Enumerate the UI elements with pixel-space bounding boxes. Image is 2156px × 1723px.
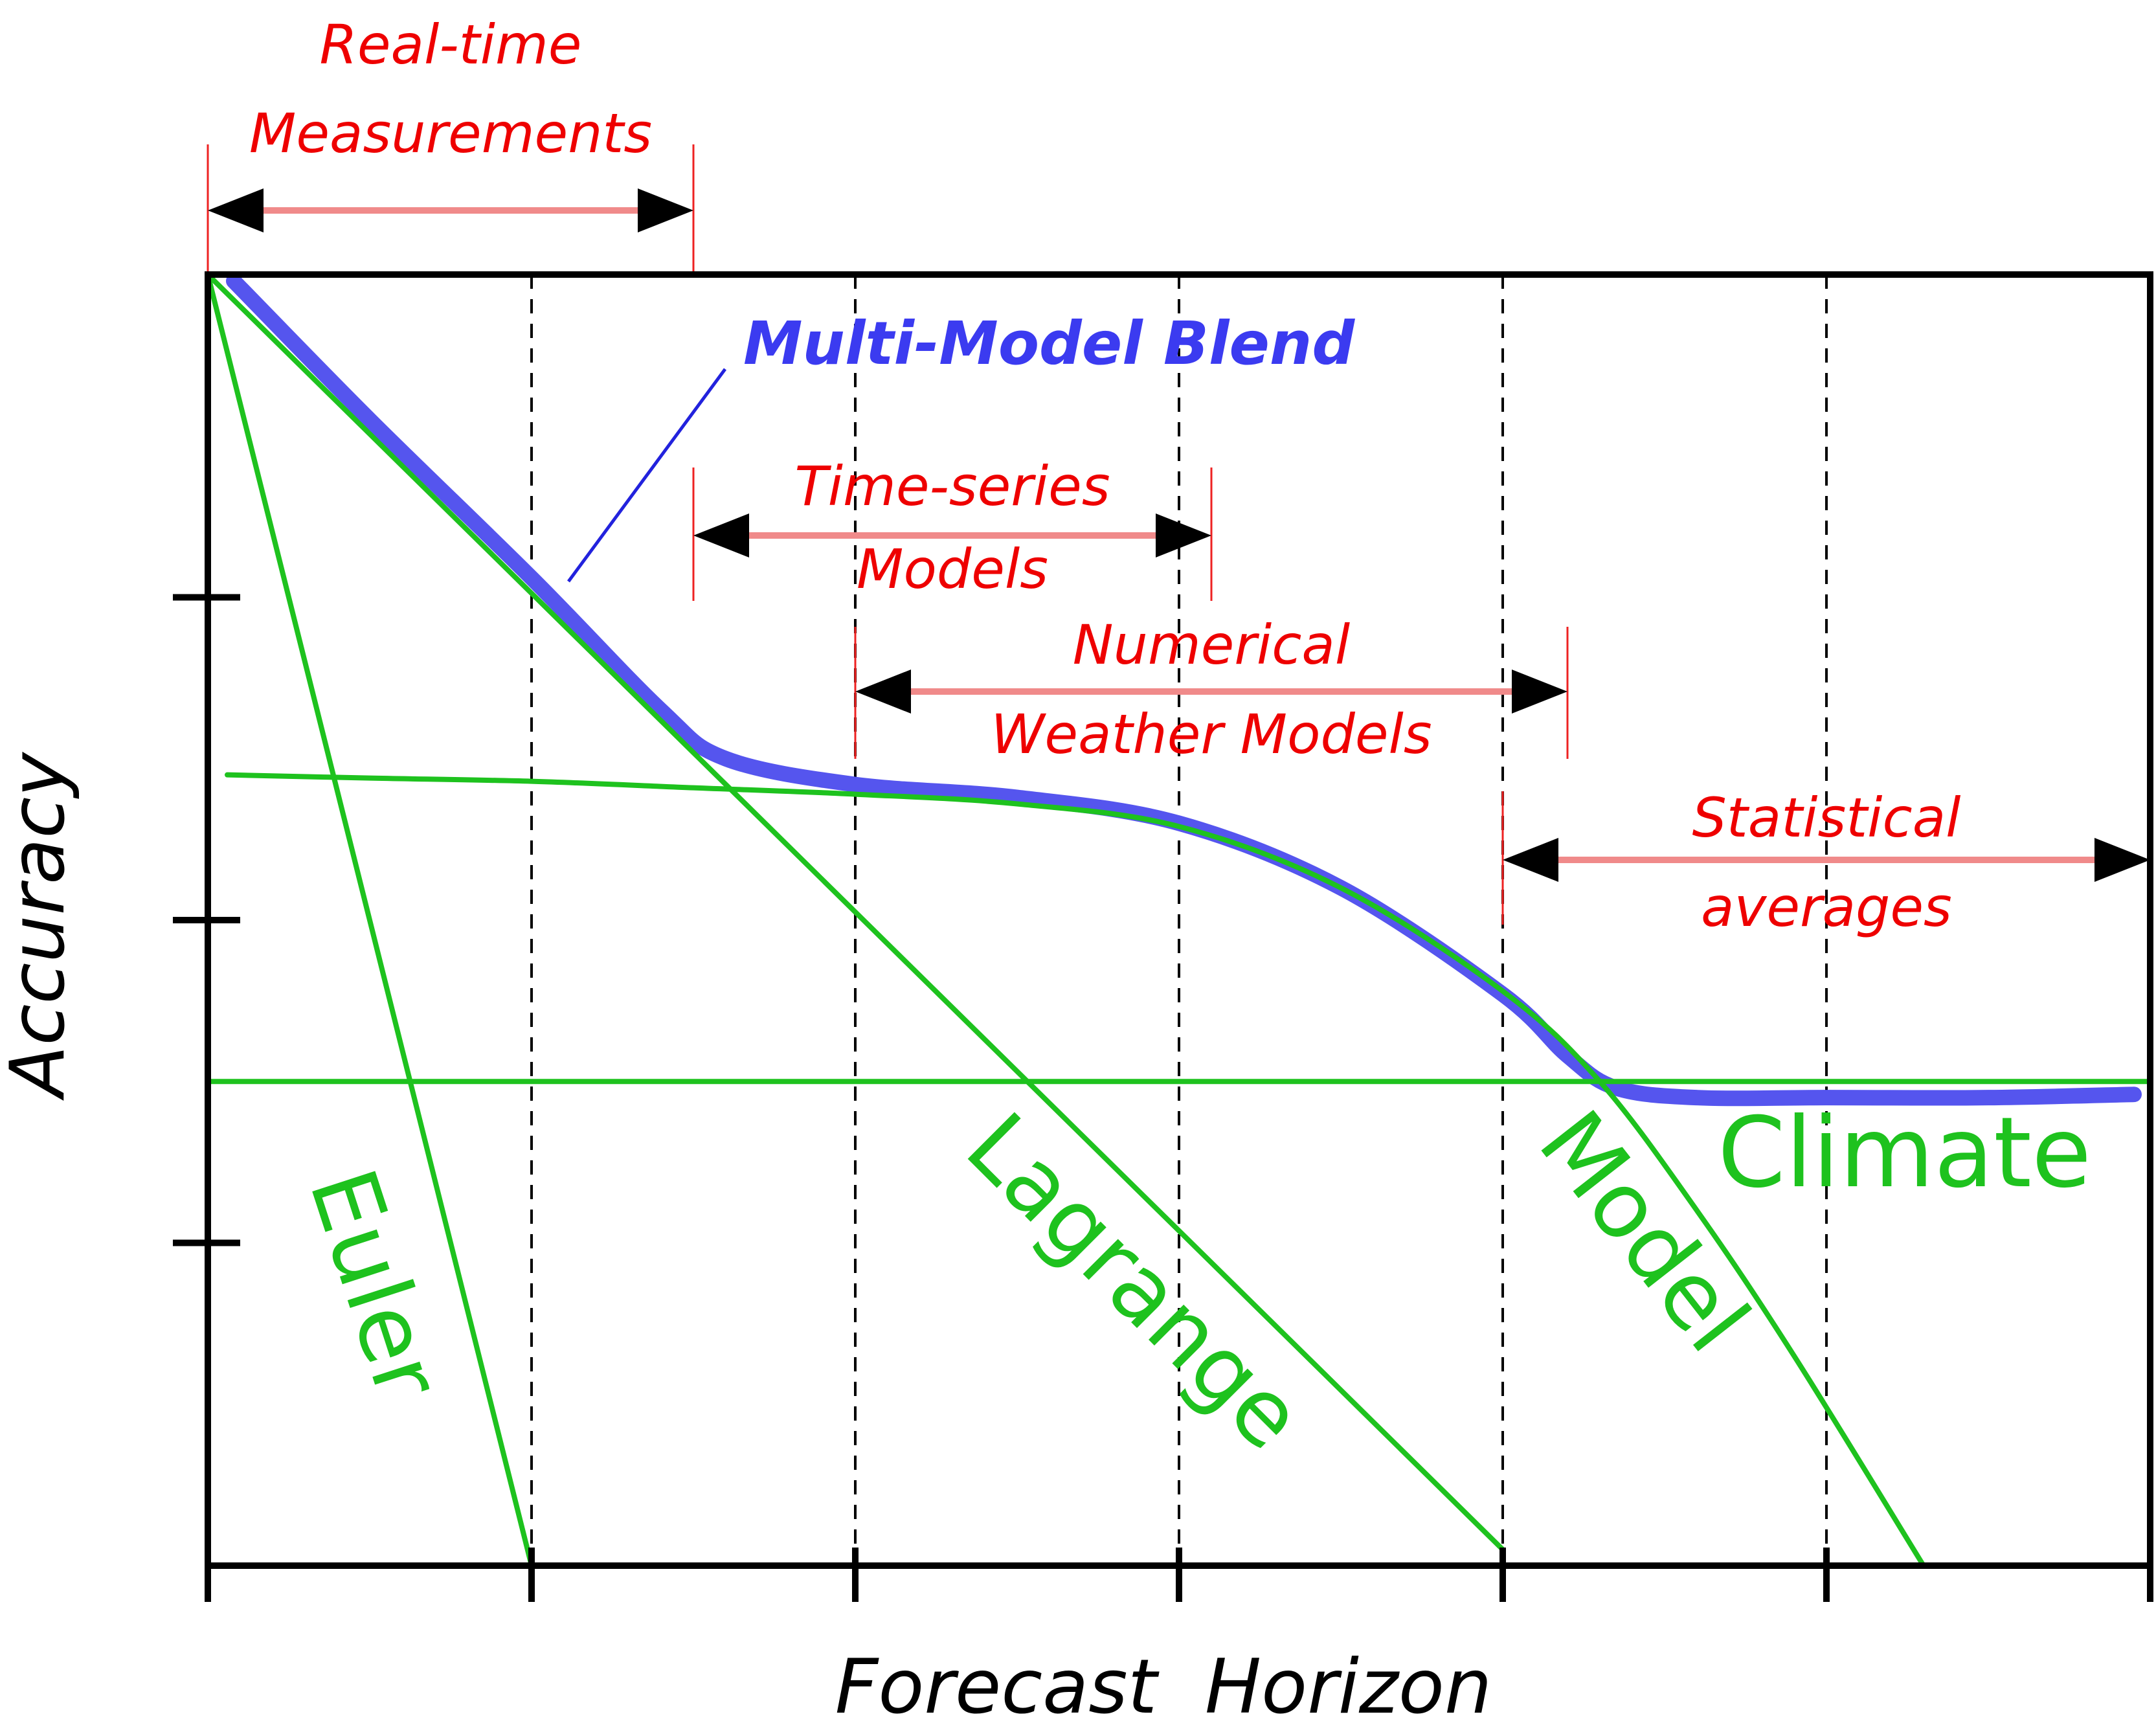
blend-leader-line [567, 368, 727, 583]
range-arrowhead-left [1503, 838, 1558, 882]
series-label-lagrange: Lagrange [946, 1094, 1323, 1470]
range-arrowhead-right [1512, 670, 1567, 714]
series-line-model [225, 772, 1926, 1568]
series-label-euler: Euler [289, 1157, 461, 1412]
y-axis-title: Accuracy [0, 752, 82, 1101]
series-label-climate: Climate [1718, 1097, 2091, 1210]
series-line-euler [205, 272, 534, 1568]
range-label-line-1: Numerical [1073, 613, 1350, 677]
range-arrowhead-left [855, 670, 911, 714]
series-line-lagrange [205, 272, 1505, 1553]
range-label-line-1: Statistical [1692, 786, 1960, 850]
range-statistical-averages: Statistical averages [1501, 786, 2151, 939]
range-label-line-2: Models [857, 537, 1048, 601]
range-arrowhead-left [208, 188, 264, 232]
x-axis-title: Forecast Horizon [835, 1643, 1492, 1723]
range-label-line-1: Time-series [794, 455, 1110, 518]
range-label-line-2: Weather Models [991, 703, 1432, 766]
range-label-line-1: Real-time [320, 13, 582, 76]
range-arrowhead-right [2094, 838, 2150, 882]
blend-label: Multi-Model Blend [743, 309, 1355, 378]
range-arrowhead-left [693, 513, 749, 557]
range-label-line-2: Measurements [249, 102, 652, 165]
range-annotations: Real-timeMeasurementsTime-seriesModelsNu… [207, 13, 2151, 939]
axis-ticks [173, 594, 2153, 1602]
series-lines [205, 272, 2153, 1568]
series-line-multi-model-blend [226, 273, 2142, 1107]
range-arrowhead-right [638, 188, 693, 232]
range-arrowhead-right [1156, 513, 1211, 557]
range-label-line-2: averages [1701, 875, 1952, 939]
